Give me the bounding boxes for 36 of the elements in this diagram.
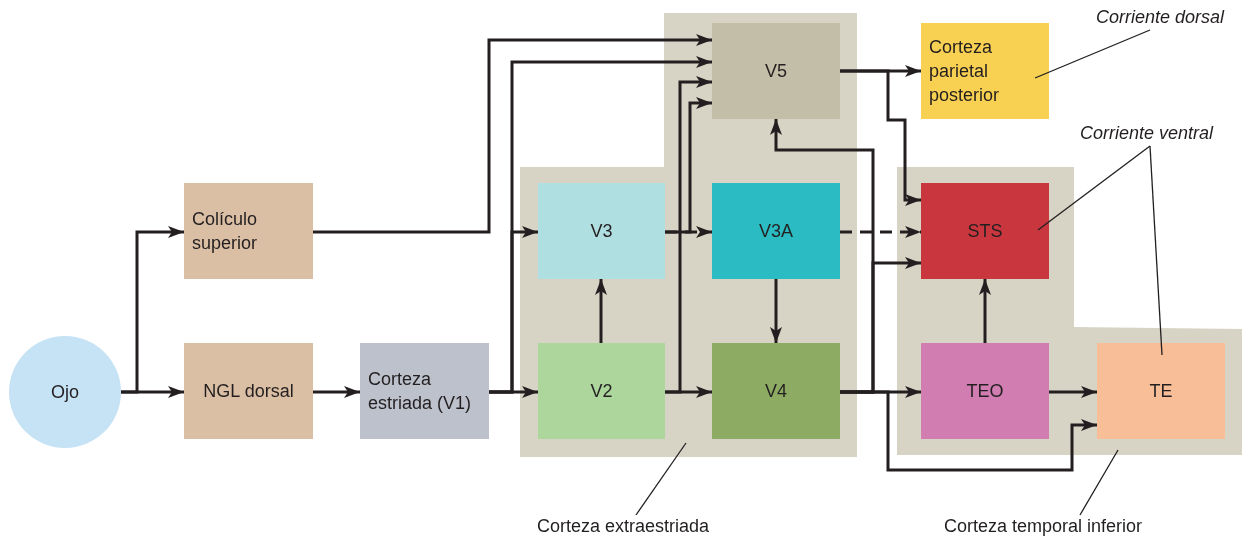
region-label: Corteza temporal inferior [944,515,1186,539]
process-box: Corteza estriada (V1) [360,343,489,439]
arrow [840,69,921,206]
process-box: TEO [921,343,1049,439]
leader-line [1034,29,1151,79]
arrow [121,386,184,398]
process-box: V4 [712,343,840,439]
process-box: V3 [538,183,665,279]
process-box: Colículo superior [184,183,313,279]
region-label: Corriente dorsal [1096,6,1246,30]
leader-line [1079,449,1119,516]
arrow [489,56,712,394]
arrow [979,279,991,343]
arrow [770,279,782,343]
arrow [770,119,875,394]
arrow [595,279,607,343]
leader-line [1037,145,1151,231]
arrow [313,34,712,234]
region-label: Corteza extraestriada [537,515,747,539]
region-label: Corriente ventral [1080,122,1244,146]
leader-line [635,442,687,516]
eye-circle: Ojo [9,336,121,448]
process-box: V2 [538,343,665,439]
process-box: V5 [712,23,840,119]
arrow [840,390,1097,472]
process-box: V3A [712,183,840,279]
arrow [665,97,712,234]
process-box: Corteza parietal posterior [921,23,1049,119]
process-box: TE [1097,343,1225,439]
process-box: NGL dorsal [184,343,313,439]
arrow [1049,386,1097,398]
leader-line [1149,145,1163,356]
arrow [665,76,712,394]
arrow [313,386,360,398]
process-box: STS [921,183,1049,279]
arrow [840,226,921,238]
